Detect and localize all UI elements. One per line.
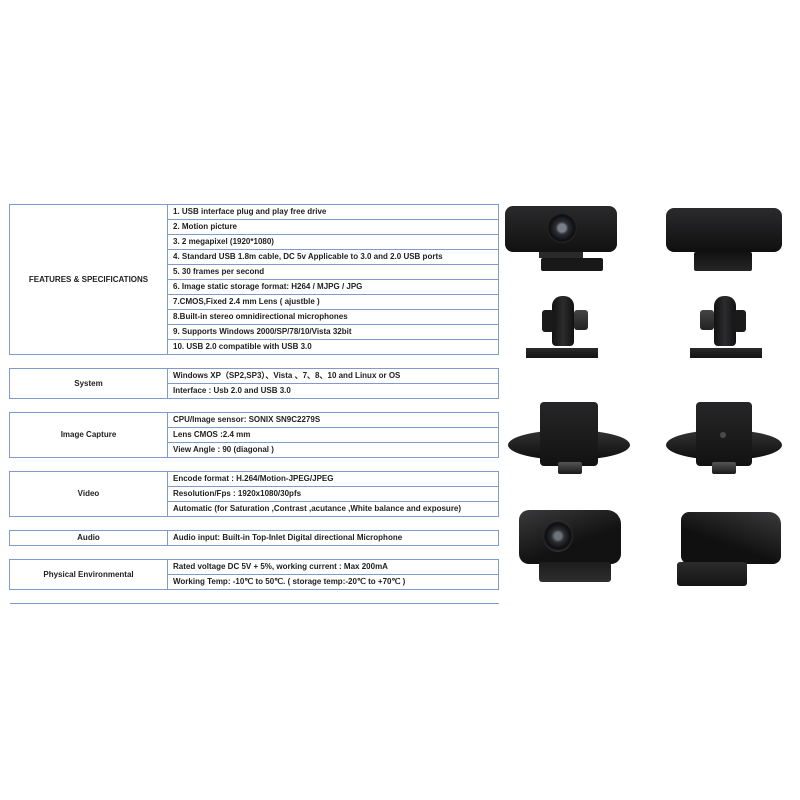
webcam-bottom-view (508, 402, 630, 476)
spacer-cell (9, 457, 499, 472)
spec-value: Automatic (for Saturation ,Contrast ,acu… (167, 501, 499, 517)
webcam-left-side-view (526, 296, 598, 364)
spec-value: CPU/Image sensor: SONIX SN9C2279S (167, 412, 499, 428)
spacer-row (9, 398, 499, 413)
category-label: Physical Environmental (9, 559, 168, 590)
spec-value: Working Temp: -10℃ to 50℃. ( storage tem… (167, 574, 499, 590)
spec-value: Lens CMOS :2.4 mm (167, 427, 499, 443)
spec-value: 10. USB 2.0 compatible with USB 3.0 (167, 339, 499, 355)
webcam-top-view (666, 402, 782, 476)
spec-value: 3. 2 megapixel (1920*1080) (167, 234, 499, 250)
spacer-row (9, 516, 499, 531)
spacer-row (9, 545, 499, 560)
category-label: Image Capture (9, 412, 168, 458)
spacer-cell (9, 589, 499, 604)
spec-value: Audio input: Built-in Top-Inlet Digital … (167, 530, 499, 546)
spacer-cell (9, 545, 499, 560)
spec-value: 9. Supports Windows 2000/SP/78/10/Vista … (167, 324, 499, 340)
spec-value: 2. Motion picture (167, 219, 499, 235)
category-label: FEATURES & SPECIFICATIONS (9, 204, 168, 355)
spacer-cell (9, 354, 499, 369)
webcam-front-view (505, 206, 617, 271)
category-label: System (9, 368, 168, 399)
webcam-back-view (666, 206, 782, 271)
spec-value: 6. Image static storage format: H264 / M… (167, 279, 499, 295)
webcam-front-angle-view (519, 506, 621, 584)
spec-value: Rated voltage DC 5V + 5%, working curren… (167, 559, 499, 575)
webcam-back-angle-view (677, 512, 781, 588)
spacer-row (9, 589, 499, 604)
spec-value: 8.Built-in stereo omnidirectional microp… (167, 309, 499, 325)
category-label: Audio (9, 530, 168, 546)
spec-value: View Angle : 90 (diagonal ) (167, 442, 499, 458)
spacer-row (9, 457, 499, 472)
spec-value: Interface : Usb 2.0 and USB 3.0 (167, 383, 499, 399)
webcam-right-side-view (690, 296, 762, 364)
spec-value: 5. 30 frames per second (167, 264, 499, 280)
category-label: Video (9, 471, 168, 517)
spec-value: Resolution/Fps : 1920x1080/30pfs (167, 486, 499, 502)
spec-value: 7.CMOS,Fixed 2.4 mm Lens ( ajustble ) (167, 294, 499, 310)
spacer-cell (9, 516, 499, 531)
spec-value: 1. USB interface plug and play free driv… (167, 204, 499, 220)
spacer-cell (9, 398, 499, 413)
spacer-row (9, 354, 499, 369)
spec-value: Encode format : H.264/Motion-JPEG/JPEG (167, 471, 499, 487)
spec-value: 4. Standard USB 1.8m cable, DC 5v Applic… (167, 249, 499, 265)
spec-value: Windows XP（SP2,SP3）、Vista 、7、8、10 and Li… (167, 368, 499, 384)
